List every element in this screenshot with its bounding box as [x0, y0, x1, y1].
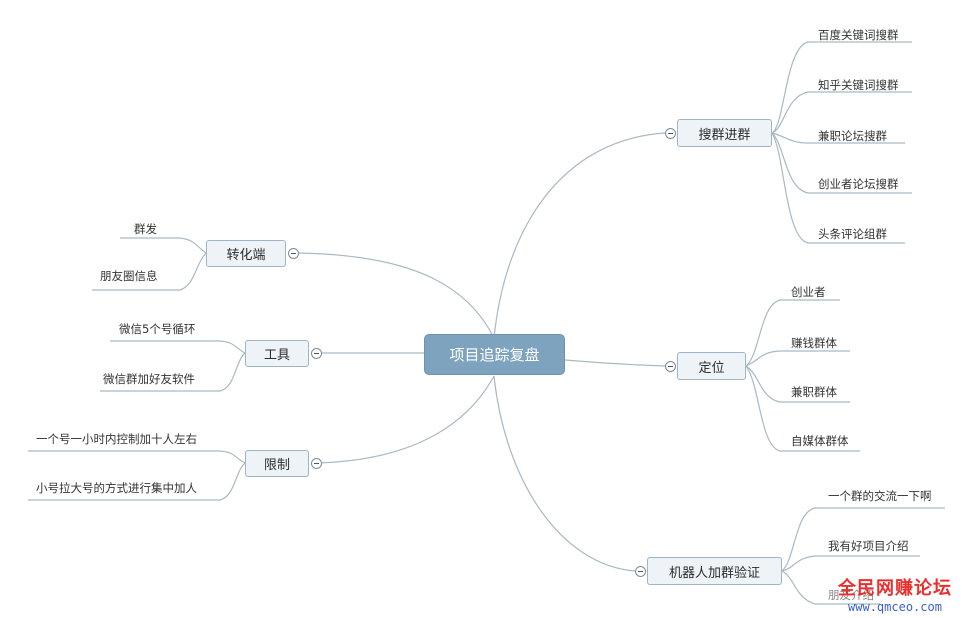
collapse-toggle-position[interactable]: [665, 361, 676, 372]
leaf-tools-0: 微信5个号循环: [119, 322, 196, 336]
leaf-convert-1: 朋友圈信息: [100, 269, 158, 283]
leaf-robot-0: 一个群的交流一下啊: [828, 489, 932, 503]
leaf-tools-1: 微信群加好友软件: [103, 372, 195, 386]
watermark: 全民网赚论坛 www.qmceo.com: [838, 574, 952, 614]
leaf-limit-1: 小号拉大号的方式进行集中加人: [36, 481, 197, 495]
collapse-toggle-robot[interactable]: [635, 566, 646, 577]
connector-search-1: [771, 91, 912, 134]
leaf-search-3: 创业者论坛搜群: [818, 177, 899, 191]
connector-tools-1: [100, 352, 246, 392]
connector-root-position: [564, 359, 666, 367]
connector-robot-1: [781, 555, 920, 572]
root-node[interactable]: 项目追踪复盘: [424, 334, 565, 375]
leaf-position-0: 创业者: [791, 285, 826, 299]
leaf-search-2: 兼职论坛搜群: [818, 129, 887, 143]
connector-position-0: [745, 299, 840, 367]
connector-limit-1: [28, 462, 246, 501]
connector-position-3: [745, 365, 860, 452]
collapse-toggle-search[interactable]: [665, 128, 676, 139]
connector-search-3: [771, 132, 912, 194]
leaf-search-1: 知乎关键词搜群: [818, 78, 899, 92]
connector-root-robot: [493, 375, 636, 572]
connector-root-limit: [316, 375, 495, 464]
connector-position-2: [745, 365, 850, 403]
leaf-search-0: 百度关键词搜群: [818, 28, 899, 42]
watermark-title: 全民网赚论坛: [838, 578, 952, 599]
leaf-position-1: 赚钱群体: [791, 336, 837, 350]
leaf-limit-0: 一个号一小时内控制加十人左右: [36, 432, 197, 446]
connector-root-convert: [297, 252, 495, 339]
leaf-position-2: 兼职群体: [791, 385, 837, 399]
leaf-robot-2: 朋友介绍: [828, 588, 874, 602]
leaf-position-3: 自媒体群体: [791, 434, 849, 448]
collapse-toggle-limit[interactable]: [311, 458, 322, 469]
branch-tools[interactable]: 工具: [245, 340, 309, 367]
connector-robot-2: [781, 570, 880, 605]
connector-root-search: [493, 132, 666, 339]
branch-robot[interactable]: 机器人加群验证: [647, 557, 782, 585]
leaf-search-4: 头条评论组群: [818, 227, 887, 241]
collapse-toggle-tools[interactable]: [311, 348, 322, 359]
connector-tools-0: [110, 340, 246, 354]
connector-position-1: [745, 350, 850, 367]
connector-limit-0: [28, 450, 246, 464]
watermark-url: www.qmceo.com: [848, 600, 942, 614]
branch-position[interactable]: 定位: [677, 352, 746, 380]
branch-convert[interactable]: 转化端: [206, 240, 286, 267]
leaf-convert-0: 群发: [134, 222, 157, 236]
branch-limit[interactable]: 限制: [245, 450, 309, 477]
leaf-robot-1: 我有好项目介绍: [828, 539, 909, 553]
collapse-toggle-convert[interactable]: [288, 248, 299, 259]
branch-search[interactable]: 搜群进群: [677, 119, 772, 147]
connector-robot-0: [781, 507, 945, 572]
connector-convert-1: [92, 252, 207, 291]
connector-search-0: [771, 41, 912, 134]
connector-search-4: [771, 132, 905, 244]
connector-search-2: [771, 132, 905, 144]
connector-convert-0: [120, 237, 207, 254]
